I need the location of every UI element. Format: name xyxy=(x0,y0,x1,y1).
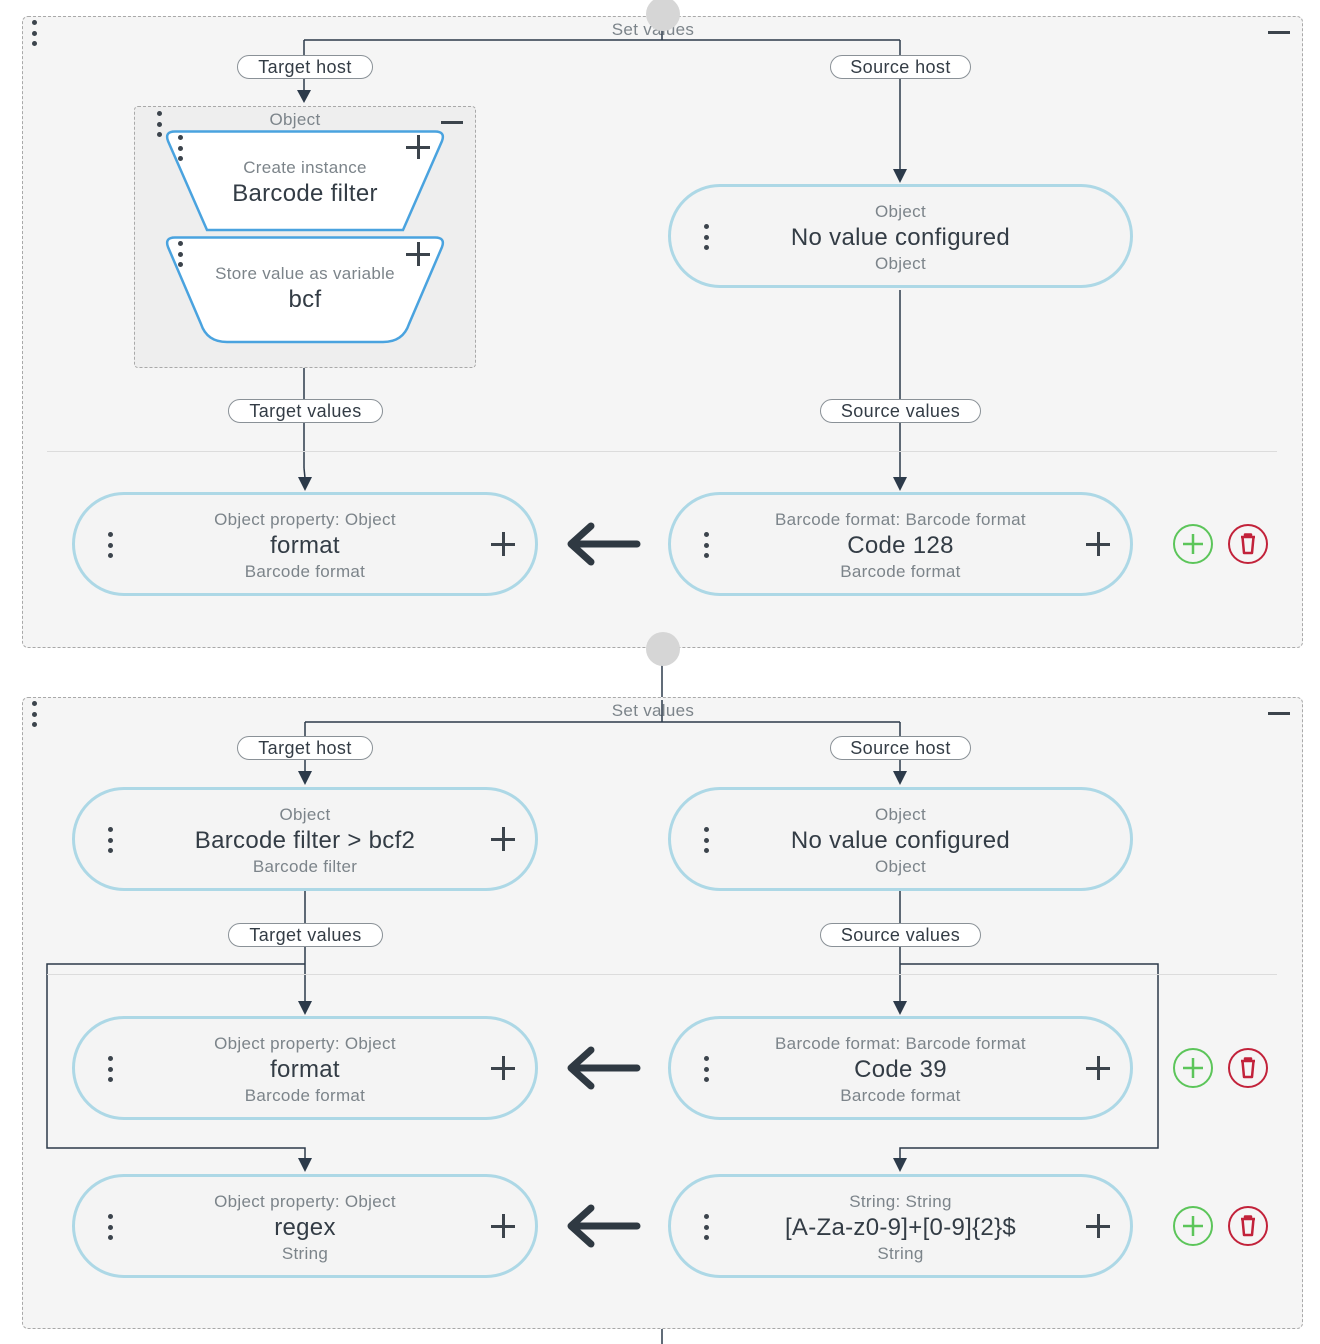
block-2-row-2-assign-arrow-icon xyxy=(567,1204,641,1248)
target-add-icon[interactable] xyxy=(491,1214,515,1238)
source-menu-icon[interactable] xyxy=(700,1056,712,1082)
target-host-add-icon[interactable] xyxy=(491,827,515,851)
node-subtitle: Object property: Object xyxy=(214,1192,396,1211)
node-type: Object xyxy=(875,254,926,273)
block-2-menu-icon[interactable] xyxy=(28,701,40,727)
create-instance-step[interactable]: Create instance Barcode filter xyxy=(163,130,447,238)
source-menu-icon[interactable] xyxy=(700,1214,712,1240)
create-instance-value: Barcode filter xyxy=(232,180,378,207)
object-group-collapse-icon[interactable] xyxy=(441,121,463,124)
store-variable-label: Store value as variable xyxy=(215,264,395,283)
store-variable-value: bcf xyxy=(288,286,322,313)
target-menu-icon[interactable] xyxy=(104,1056,116,1082)
block-1-collapse-icon[interactable] xyxy=(1268,31,1290,34)
node-type: String xyxy=(281,1244,329,1263)
block-2-top-connector[interactable] xyxy=(646,632,680,666)
block-2-row-2-add-row-icon[interactable] xyxy=(1173,1206,1213,1246)
block-2-row-1-assign-arrow-icon xyxy=(567,1046,641,1090)
source-host-menu-icon[interactable] xyxy=(700,827,712,853)
block-2-title: Set values xyxy=(611,701,695,720)
node-subtitle: Barcode format: Barcode format xyxy=(775,510,1026,529)
store-variable-add-icon[interactable] xyxy=(406,242,430,266)
create-instance-label: Create instance xyxy=(243,158,367,177)
source-add-icon[interactable] xyxy=(1086,1214,1110,1238)
node-value: format xyxy=(270,532,340,559)
block-1-source-host-label: Source host xyxy=(830,55,971,79)
node-value: Barcode filter > bcf2 xyxy=(194,827,416,854)
node-subtitle: Object xyxy=(875,202,926,221)
store-variable-shape xyxy=(165,236,445,344)
block-2-row-2-source[interactable]: String: String [A-Za-z0-9]+[0-9]{2}$ Str… xyxy=(668,1174,1133,1278)
node-value: Code 39 xyxy=(854,1056,947,1083)
node-type: Barcode format xyxy=(840,1086,961,1105)
node-value: No value configured xyxy=(790,224,1011,251)
node-type: Barcode format xyxy=(244,562,366,581)
create-instance-add-icon[interactable] xyxy=(406,135,430,159)
block-2-collapse-icon[interactable] xyxy=(1268,712,1290,715)
block-1-row-1-add-row-icon[interactable] xyxy=(1173,524,1213,564)
block-2-target-host-node[interactable]: Object Barcode filter > bcf2 Barcode fil… xyxy=(72,787,538,891)
node-subtitle: String: String xyxy=(849,1192,952,1211)
block-1-top-connector[interactable] xyxy=(646,0,680,31)
node-type: Barcode format xyxy=(244,1086,366,1105)
store-variable-menu-icon[interactable] xyxy=(174,241,186,267)
node-subtitle: Object property: Object xyxy=(214,1034,396,1053)
block-2-row-2-trash-icon[interactable] xyxy=(1228,1206,1268,1246)
store-variable-step[interactable]: Store value as variable bcf xyxy=(163,236,447,344)
node-type: String xyxy=(877,1244,924,1263)
block-2-row-1-trash-icon[interactable] xyxy=(1228,1048,1268,1088)
node-subtitle: Object property: Object xyxy=(214,510,396,529)
node-type: Barcode format xyxy=(840,562,961,581)
target-host-menu-icon[interactable] xyxy=(104,827,116,853)
create-instance-menu-icon[interactable] xyxy=(174,135,186,161)
source-add-icon[interactable] xyxy=(1086,532,1110,556)
node-value: [A-Za-z0-9]+[0-9]{2}$ xyxy=(784,1214,1017,1241)
node-value: Code 128 xyxy=(847,532,954,559)
block-2-target-host-label: Target host xyxy=(237,736,373,760)
block-1-divider xyxy=(47,451,1277,452)
source-menu-icon[interactable] xyxy=(700,532,712,558)
block-2-row-1-target[interactable]: Object property: Object format Barcode f… xyxy=(72,1016,538,1120)
node-value: regex xyxy=(274,1214,336,1241)
target-menu-icon[interactable] xyxy=(104,532,116,558)
create-instance-shape xyxy=(165,130,445,232)
block-1-menu-icon[interactable] xyxy=(28,20,40,46)
object-group-title: Object xyxy=(269,110,321,129)
node-value: format xyxy=(270,1056,340,1083)
block-1-target-values-label: Target values xyxy=(228,399,383,423)
block-2-row-2-target[interactable]: Object property: Object regex String xyxy=(72,1174,538,1278)
node-subtitle: Object xyxy=(279,805,331,824)
block-2-source-values-label: Source values xyxy=(820,923,981,947)
source-host-menu-icon[interactable] xyxy=(700,224,712,250)
block-1-row-1-trash-icon[interactable] xyxy=(1228,524,1268,564)
block-2-divider xyxy=(47,974,1277,975)
block-1-source-host-node[interactable]: Object No value configured Object xyxy=(668,184,1133,288)
node-type: Object xyxy=(875,857,926,876)
block-1-row-1-target[interactable]: Object property: Object format Barcode f… xyxy=(72,492,538,596)
block-1-row-1-assign-arrow-icon xyxy=(567,522,641,566)
block-2-row-1-source[interactable]: Barcode format: Barcode format Code 39 B… xyxy=(668,1016,1133,1120)
node-subtitle: Barcode format: Barcode format xyxy=(775,1034,1026,1053)
block-2-source-host-node[interactable]: Object No value configured Object xyxy=(668,787,1133,891)
block-2-row-1-add-row-icon[interactable] xyxy=(1173,1048,1213,1088)
node-subtitle: Object xyxy=(875,805,926,824)
target-add-icon[interactable] xyxy=(491,532,515,556)
object-group-menu-icon[interactable] xyxy=(153,111,165,137)
target-menu-icon[interactable] xyxy=(104,1214,116,1240)
block-1-target-host-label: Target host xyxy=(237,55,373,79)
block-1-source-values-label: Source values xyxy=(820,399,981,423)
target-add-icon[interactable] xyxy=(491,1056,515,1080)
block-2-source-host-label: Source host xyxy=(830,736,971,760)
block-2-target-values-label: Target values xyxy=(228,923,383,947)
source-add-icon[interactable] xyxy=(1086,1056,1110,1080)
block-1-row-1-source[interactable]: Barcode format: Barcode format Code 128 … xyxy=(668,492,1133,596)
node-type: Barcode filter xyxy=(252,857,358,876)
node-value: No value configured xyxy=(790,827,1011,854)
